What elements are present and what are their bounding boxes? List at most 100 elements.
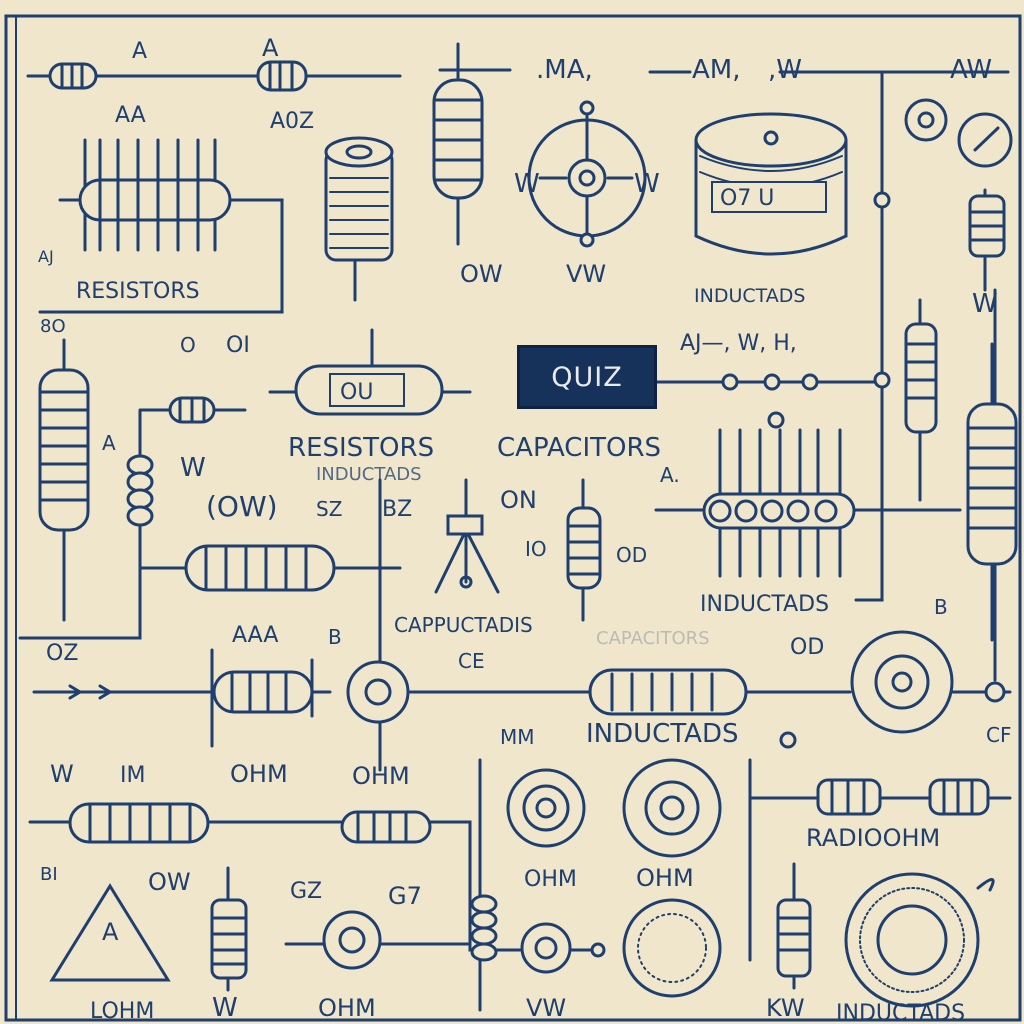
capacitor-drum — [694, 112, 848, 256]
coil-lower-left — [68, 802, 210, 844]
node-far-right — [984, 681, 1006, 703]
resistor-vertical-center — [566, 478, 602, 622]
label-ohm-2: OHM — [352, 762, 410, 790]
label-w-top: ,W — [768, 55, 802, 85]
node-mid-3 — [801, 373, 819, 391]
resistor-bottom-left — [210, 866, 248, 992]
label-od: OD — [616, 543, 647, 567]
label-inductads-3: INDUCTADS — [700, 592, 829, 617]
label-inductads-bottom: INDUCTADS — [836, 1001, 965, 1024]
drum-reading: O7 U — [720, 186, 774, 211]
resistor-top-center — [256, 60, 308, 92]
label-ohm-bottom: OHM — [318, 994, 376, 1022]
label-b-1: B — [328, 625, 342, 649]
label-gz: GZ — [290, 879, 322, 904]
label-cappuctadis: CAPPUCTADIS — [394, 613, 533, 637]
label-g7: G7 — [388, 882, 422, 910]
label-ohm-1: OHM — [230, 760, 288, 788]
quiz-button[interactable]: QUIZ — [517, 345, 657, 409]
coil-bottom-vertical — [470, 894, 498, 962]
label-kw: KW — [766, 994, 805, 1022]
label-resistors-1: RESISTORS — [76, 279, 200, 304]
coil-horizontal-mid — [184, 544, 336, 592]
label-sz: SZ — [316, 497, 342, 521]
label-ce: CE — [458, 649, 485, 673]
terminal-right-1 — [904, 98, 948, 142]
label-8o: 8O — [40, 316, 66, 337]
node-mid-1 — [721, 373, 739, 391]
antenna-tripod — [434, 478, 500, 594]
label-cf: CF — [986, 723, 1011, 747]
node-right-2 — [873, 371, 891, 389]
label-oz: OZ — [46, 641, 78, 666]
label-aa: AA — [115, 103, 146, 128]
ring-bottom-1 — [322, 910, 382, 970]
arrow-marks-left — [68, 684, 113, 700]
label-capacitors: CAPACITORS — [497, 433, 661, 463]
label-a-top: A — [132, 39, 147, 64]
ring-bottom-3 — [622, 898, 722, 998]
label-resistors-2: RESISTORS — [288, 433, 434, 463]
knob-pointer — [973, 126, 1000, 152]
label-b-right: B — [934, 595, 948, 619]
coil-vertical-left — [126, 454, 154, 527]
dial-crosshair — [527, 100, 647, 248]
label-ow-1: OW — [460, 260, 503, 288]
label-mm: MM — [500, 725, 535, 749]
dial-w-left: W — [514, 169, 540, 199]
page-frame — [4, 14, 1022, 1022]
resistor-lower-mid — [340, 810, 432, 844]
coil-low-left — [210, 648, 314, 748]
label-o-1: O — [180, 333, 196, 357]
label-capacitors-faint: CAPACITORS — [596, 628, 710, 649]
resistor-vertical-top — [432, 42, 484, 246]
solenoid-cylinder — [324, 136, 394, 302]
label-w-mid: W — [180, 453, 206, 483]
toroid-bottom-right — [844, 872, 995, 1008]
label-w-low: W — [50, 760, 74, 788]
node-mid-2 — [763, 373, 781, 391]
knob-right — [957, 112, 1013, 168]
label-a-top-2: A — [262, 34, 279, 62]
label-od-2: OD — [790, 635, 824, 660]
label-a-mid: A — [102, 431, 116, 455]
label-bi: BI — [40, 864, 58, 885]
resistor-vertical-left — [38, 338, 90, 622]
inductor-coil-left — [78, 138, 232, 252]
label-a-triangle: A — [102, 918, 119, 946]
label-w-bottom: W — [212, 993, 238, 1023]
label-a0z: A0Z — [270, 109, 314, 134]
label-w-right: W — [972, 289, 998, 319]
label-bz: BZ — [382, 497, 412, 522]
label-ow-paren: (OW) — [206, 490, 278, 523]
resistor-center-text: OU — [340, 380, 373, 405]
resistor-long-right — [588, 668, 748, 716]
label-inductads-2: INDUCTADS — [316, 464, 422, 485]
ring-bottom-2 — [520, 922, 606, 974]
label-aj: AJ — [38, 247, 54, 266]
triangle-symbol — [49, 883, 171, 982]
label-oi: OI — [226, 333, 250, 358]
label-vw-1: VW — [566, 260, 606, 288]
inductor-bank-right — [702, 411, 856, 578]
label-vw-bottom: VW — [526, 994, 566, 1022]
label-a-right: A. — [660, 463, 680, 487]
node-low-mid — [779, 731, 797, 749]
label-ohm-3: OHM — [524, 867, 577, 892]
label-lohm: LOHM — [90, 999, 154, 1024]
resistor-small-mid — [168, 396, 216, 424]
terminal-right-1-core — [917, 111, 935, 129]
label-inductads-4: INDUCTADS — [586, 719, 739, 749]
resistor-bottom-right — [776, 862, 812, 990]
resistor-right-mid — [904, 298, 938, 502]
label-on: ON — [500, 486, 537, 514]
label-io: IO — [525, 537, 547, 561]
label-ajwh: AJ—, W, H, — [680, 331, 797, 356]
dual-ring-2 — [622, 758, 722, 858]
node-right — [873, 191, 891, 209]
resistor-center-ou — [268, 328, 472, 416]
label-aaa: AAA — [232, 623, 278, 648]
dual-ring-1 — [506, 768, 586, 848]
resistor-right-small — [968, 194, 1006, 258]
